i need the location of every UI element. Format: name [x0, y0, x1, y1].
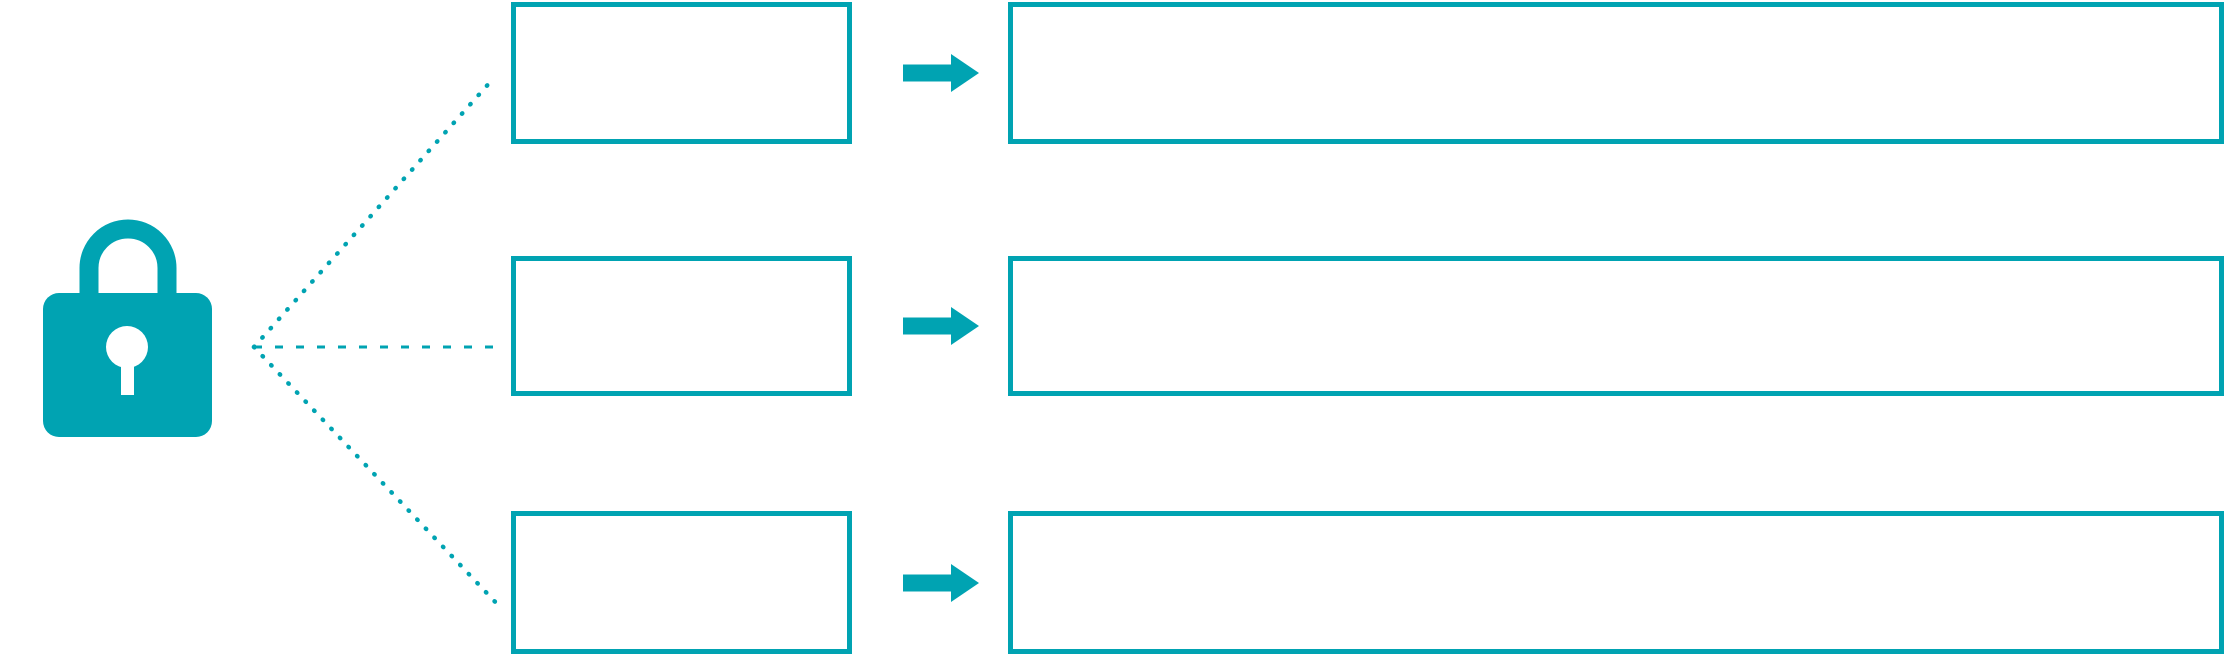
content-box [1008, 2, 2224, 144]
right-arrow-icon [903, 563, 979, 602]
diagram-row [0, 256, 2229, 396]
label-box [511, 256, 852, 396]
content-box [1008, 511, 2224, 654]
content-box [1008, 256, 2224, 396]
lock-icon [38, 212, 218, 442]
label-box [511, 511, 852, 654]
diagram-row [0, 2, 2229, 144]
right-arrow-icon [903, 307, 979, 345]
diagram-row [0, 511, 2229, 654]
right-arrow-icon [903, 54, 979, 92]
label-box [511, 2, 852, 144]
